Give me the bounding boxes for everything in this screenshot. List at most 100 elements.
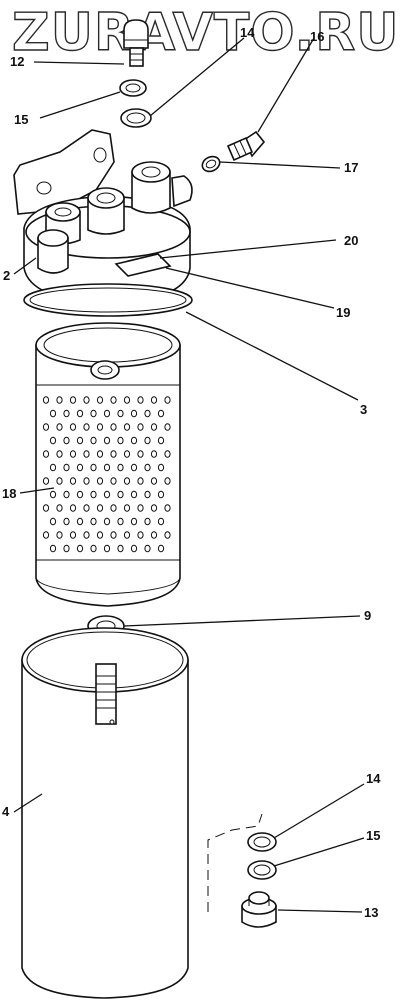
part-12-bolt: [123, 19, 149, 67]
perforation-hole: [90, 409, 97, 418]
label-18: 18: [2, 486, 16, 501]
perforation-hole: [103, 409, 111, 418]
perforation-hole: [117, 544, 124, 553]
label-17: 17: [344, 160, 358, 175]
perforation-hole: [144, 436, 151, 445]
perforation-hole: [83, 477, 90, 485]
perforation-hole: [49, 463, 57, 472]
label-2: 2: [3, 268, 10, 283]
perforation-hole: [164, 450, 171, 458]
perforation-hole: [157, 544, 165, 553]
part-18-filter-element: [35, 322, 181, 607]
perforation-hole: [150, 396, 158, 404]
label-19: 19: [336, 305, 350, 320]
label-14-bottom: 14: [366, 771, 381, 786]
perforation-hole: [96, 477, 104, 485]
perforation-hole: [49, 490, 57, 499]
perforation-hole: [63, 490, 70, 499]
label-3: 3: [360, 402, 367, 417]
leader-lines: [13, 37, 365, 913]
perforation-hole: [164, 477, 171, 485]
perforation-hole: [96, 450, 104, 458]
perforation-hole: [56, 477, 63, 485]
perforation-hole: [96, 396, 104, 404]
perforation-hole: [123, 423, 131, 431]
perforation-hole: [110, 504, 117, 512]
perforation-hole: [150, 477, 158, 485]
perforation-hole: [83, 504, 90, 512]
perforation-hole: [63, 436, 70, 445]
perforation-hole: [137, 423, 144, 431]
perforation-hole: [76, 544, 84, 553]
perforation-hole: [63, 517, 70, 526]
perforation-hole: [164, 531, 171, 539]
perforation-hole: [164, 504, 171, 512]
perforation-hole: [144, 409, 151, 418]
perforation-hole: [103, 436, 111, 445]
perforation-hole: [130, 544, 138, 553]
perforation-pattern: [42, 396, 171, 553]
perforation-hole: [130, 490, 138, 499]
part-15-washer-top: [119, 79, 147, 97]
perforation-hole: [144, 517, 151, 526]
perforation-hole: [96, 531, 104, 539]
perforation-hole: [157, 409, 165, 418]
perforation-hole: [69, 531, 77, 539]
perforation-hole: [42, 477, 50, 485]
part-2-filter-head: [13, 129, 193, 305]
perforation-hole: [137, 531, 144, 539]
perforation-hole: [90, 517, 97, 526]
perforation-hole: [110, 423, 117, 431]
perforation-hole: [164, 423, 171, 431]
perforation-hole: [123, 477, 131, 485]
perforation-hole: [103, 463, 111, 472]
perforation-hole: [56, 450, 63, 458]
perforation-hole: [90, 490, 97, 499]
perforation-hole: [137, 396, 144, 404]
perforation-hole: [76, 517, 84, 526]
part-14-ring-top: [120, 108, 152, 128]
perforation-hole: [42, 396, 50, 404]
perforation-hole: [117, 409, 124, 418]
perforation-hole: [110, 396, 117, 404]
perforation-hole: [83, 396, 90, 404]
perforation-hole: [83, 423, 90, 431]
perforation-hole: [56, 531, 63, 539]
perforation-hole: [150, 450, 158, 458]
perforation-hole: [49, 544, 57, 553]
perforation-hole: [103, 490, 111, 499]
perforation-hole: [117, 436, 124, 445]
perforation-hole: [117, 490, 124, 499]
perforation-hole: [56, 396, 63, 404]
part-15-washer-bottom: [247, 860, 277, 880]
perforation-hole: [137, 450, 144, 458]
perforation-hole: [69, 396, 77, 404]
perforation-hole: [157, 490, 165, 499]
perforation-hole: [49, 517, 57, 526]
perforation-hole: [63, 544, 70, 553]
perforation-hole: [96, 504, 104, 512]
perforation-hole: [83, 450, 90, 458]
perforation-hole: [49, 409, 57, 418]
perforation-hole: [103, 544, 111, 553]
perforation-hole: [150, 504, 158, 512]
perforation-hole: [130, 463, 138, 472]
perforation-hole: [76, 409, 84, 418]
label-15-top: 15: [14, 112, 28, 127]
part-19-gasket: [23, 283, 193, 317]
perforation-hole: [144, 544, 151, 553]
perforation-hole: [157, 517, 165, 526]
perforation-hole: [69, 450, 77, 458]
label-20: 20: [344, 233, 358, 248]
perforation-hole: [123, 504, 131, 512]
label-4: 4: [2, 804, 10, 819]
perforation-hole: [63, 409, 70, 418]
perforation-hole: [69, 423, 77, 431]
perforation-hole: [76, 490, 84, 499]
perforation-hole: [157, 463, 165, 472]
perforation-hole: [56, 423, 63, 431]
perforation-hole: [164, 396, 171, 404]
label-12: 12: [10, 54, 24, 69]
